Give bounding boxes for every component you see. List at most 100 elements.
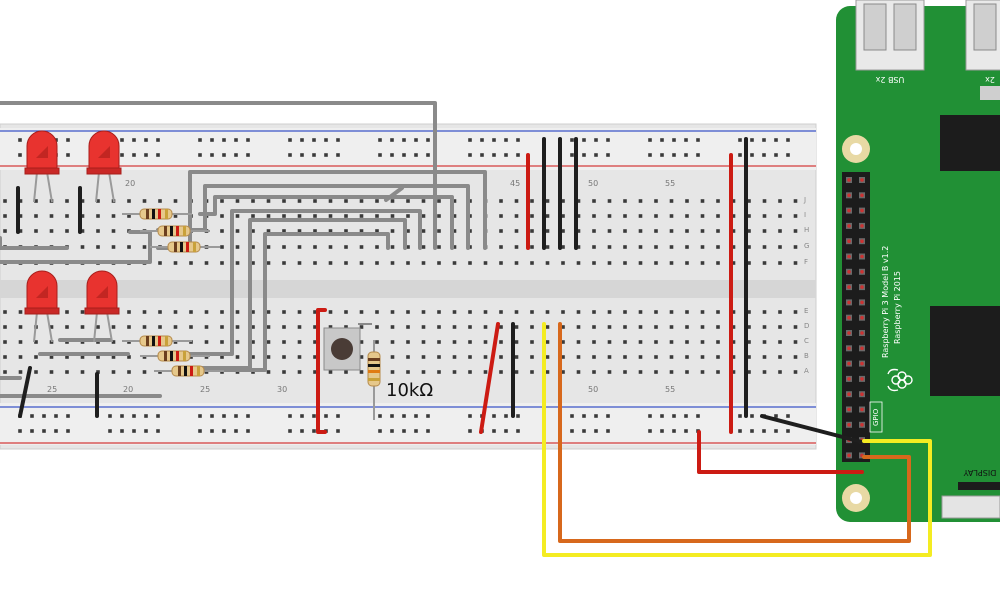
breadboard-hole (747, 214, 751, 218)
gpio-pin-dot (860, 239, 864, 243)
rail-hole (468, 138, 472, 142)
rail-hole (516, 138, 520, 142)
rail-hole (684, 138, 688, 142)
breadboard-hole (406, 370, 410, 374)
breadboard-hole (344, 370, 348, 374)
rail-hole (144, 414, 148, 418)
breadboard-hole (747, 229, 751, 233)
rail-hole (648, 138, 652, 142)
rail-hole (426, 138, 430, 142)
rail-hole (156, 153, 160, 157)
breadboard-hole (685, 325, 689, 329)
breadboard-hole (762, 355, 767, 359)
breadboard-hole (638, 355, 643, 359)
breadboard-hole (576, 340, 581, 344)
rail-hole (378, 138, 382, 142)
rail-hole (246, 153, 250, 157)
usb-port-1 (855, 0, 925, 71)
breadboard-hole (297, 325, 302, 329)
breadboard-hole (607, 325, 612, 329)
breadboard-hole (80, 245, 85, 249)
breadboard-hole (452, 340, 457, 344)
breadboard-hole (251, 325, 255, 329)
breadboard-hole (514, 355, 519, 359)
gpio-pin-dot (860, 224, 864, 228)
rail-hole (402, 138, 406, 142)
breadboard-hole (49, 325, 54, 329)
breadboard-hole (638, 245, 643, 249)
breadboard-hole (437, 199, 441, 203)
gpio-pin-dot (860, 423, 864, 427)
breadboard-hole (545, 340, 550, 344)
breadboard-hole (297, 214, 302, 218)
wire-red-button (316, 308, 327, 434)
breadboard-hole (700, 229, 705, 233)
breadboard-hole (716, 325, 720, 329)
breadboard-hole (654, 245, 658, 249)
breadboard-hole (716, 340, 720, 344)
rail-hole (234, 414, 238, 418)
row-letter-i: I (804, 211, 806, 219)
wire-black-3 (18, 366, 32, 418)
pushbutton (323, 323, 372, 371)
breadboard-hole (297, 370, 302, 374)
rail-hole (288, 153, 292, 157)
rail-hole (156, 138, 160, 142)
rail-hole (234, 138, 238, 142)
rail-hole (144, 153, 148, 157)
breadboard-hole (623, 214, 627, 218)
gpio-pin-dot (860, 407, 864, 412)
gpio-pins (846, 177, 865, 459)
rail-hole (42, 429, 46, 433)
breadboard-hole (80, 214, 85, 218)
rail-hole (300, 429, 304, 433)
breadboard-hole (313, 245, 317, 249)
row-letter-b: B (804, 352, 809, 360)
breadboard-hole (235, 355, 240, 359)
breadboard-hole (251, 261, 255, 265)
breadboard-hole (530, 214, 534, 218)
rail-hole (402, 414, 406, 418)
breadboard-hole (607, 340, 612, 344)
led-resistor (140, 225, 210, 237)
breadboard-hole (220, 199, 224, 203)
breadboard-hole (530, 325, 534, 329)
breadboard-hole (592, 310, 596, 314)
breadboard-hole (18, 310, 23, 314)
gpio-pin-dot (847, 331, 851, 335)
leds (24, 130, 122, 343)
breadboard-hole (297, 261, 302, 265)
breadboard-hole (545, 261, 550, 265)
breadboard-hole (344, 325, 348, 329)
breadboard-hole (576, 310, 581, 314)
breadboard-hole (576, 229, 581, 233)
rail-hole (606, 138, 610, 142)
breadboard-hole (731, 340, 736, 344)
col-number-45: 45 (510, 179, 520, 188)
breadboard-hole (96, 229, 100, 233)
breadboard-hole (359, 245, 364, 249)
rail-hole (750, 429, 754, 433)
breadboard-hole (747, 355, 751, 359)
rail-hole (750, 414, 754, 418)
breadboard-hole (778, 214, 782, 218)
breadboard-hole (452, 199, 457, 203)
breadboard-hole (80, 325, 85, 329)
rail-hole (288, 414, 292, 418)
breadboard-hole (18, 370, 23, 374)
breadboard-hole (545, 214, 550, 218)
rail-hole (132, 138, 136, 142)
breadboard-hole (545, 355, 550, 359)
rail-hole (336, 153, 340, 157)
breadboard-hole (220, 355, 224, 359)
breadboard-hole (731, 355, 736, 359)
rail-hole (324, 414, 328, 418)
breadboard-hole (700, 325, 705, 329)
breadboard-hole (437, 261, 441, 265)
rail-hole (738, 429, 742, 433)
gpio-pin-dot (847, 239, 851, 243)
rail-hole (696, 414, 700, 418)
breadboard-hole (204, 340, 209, 344)
breadboard-hole (127, 199, 131, 203)
breadboard-hole (468, 325, 472, 329)
